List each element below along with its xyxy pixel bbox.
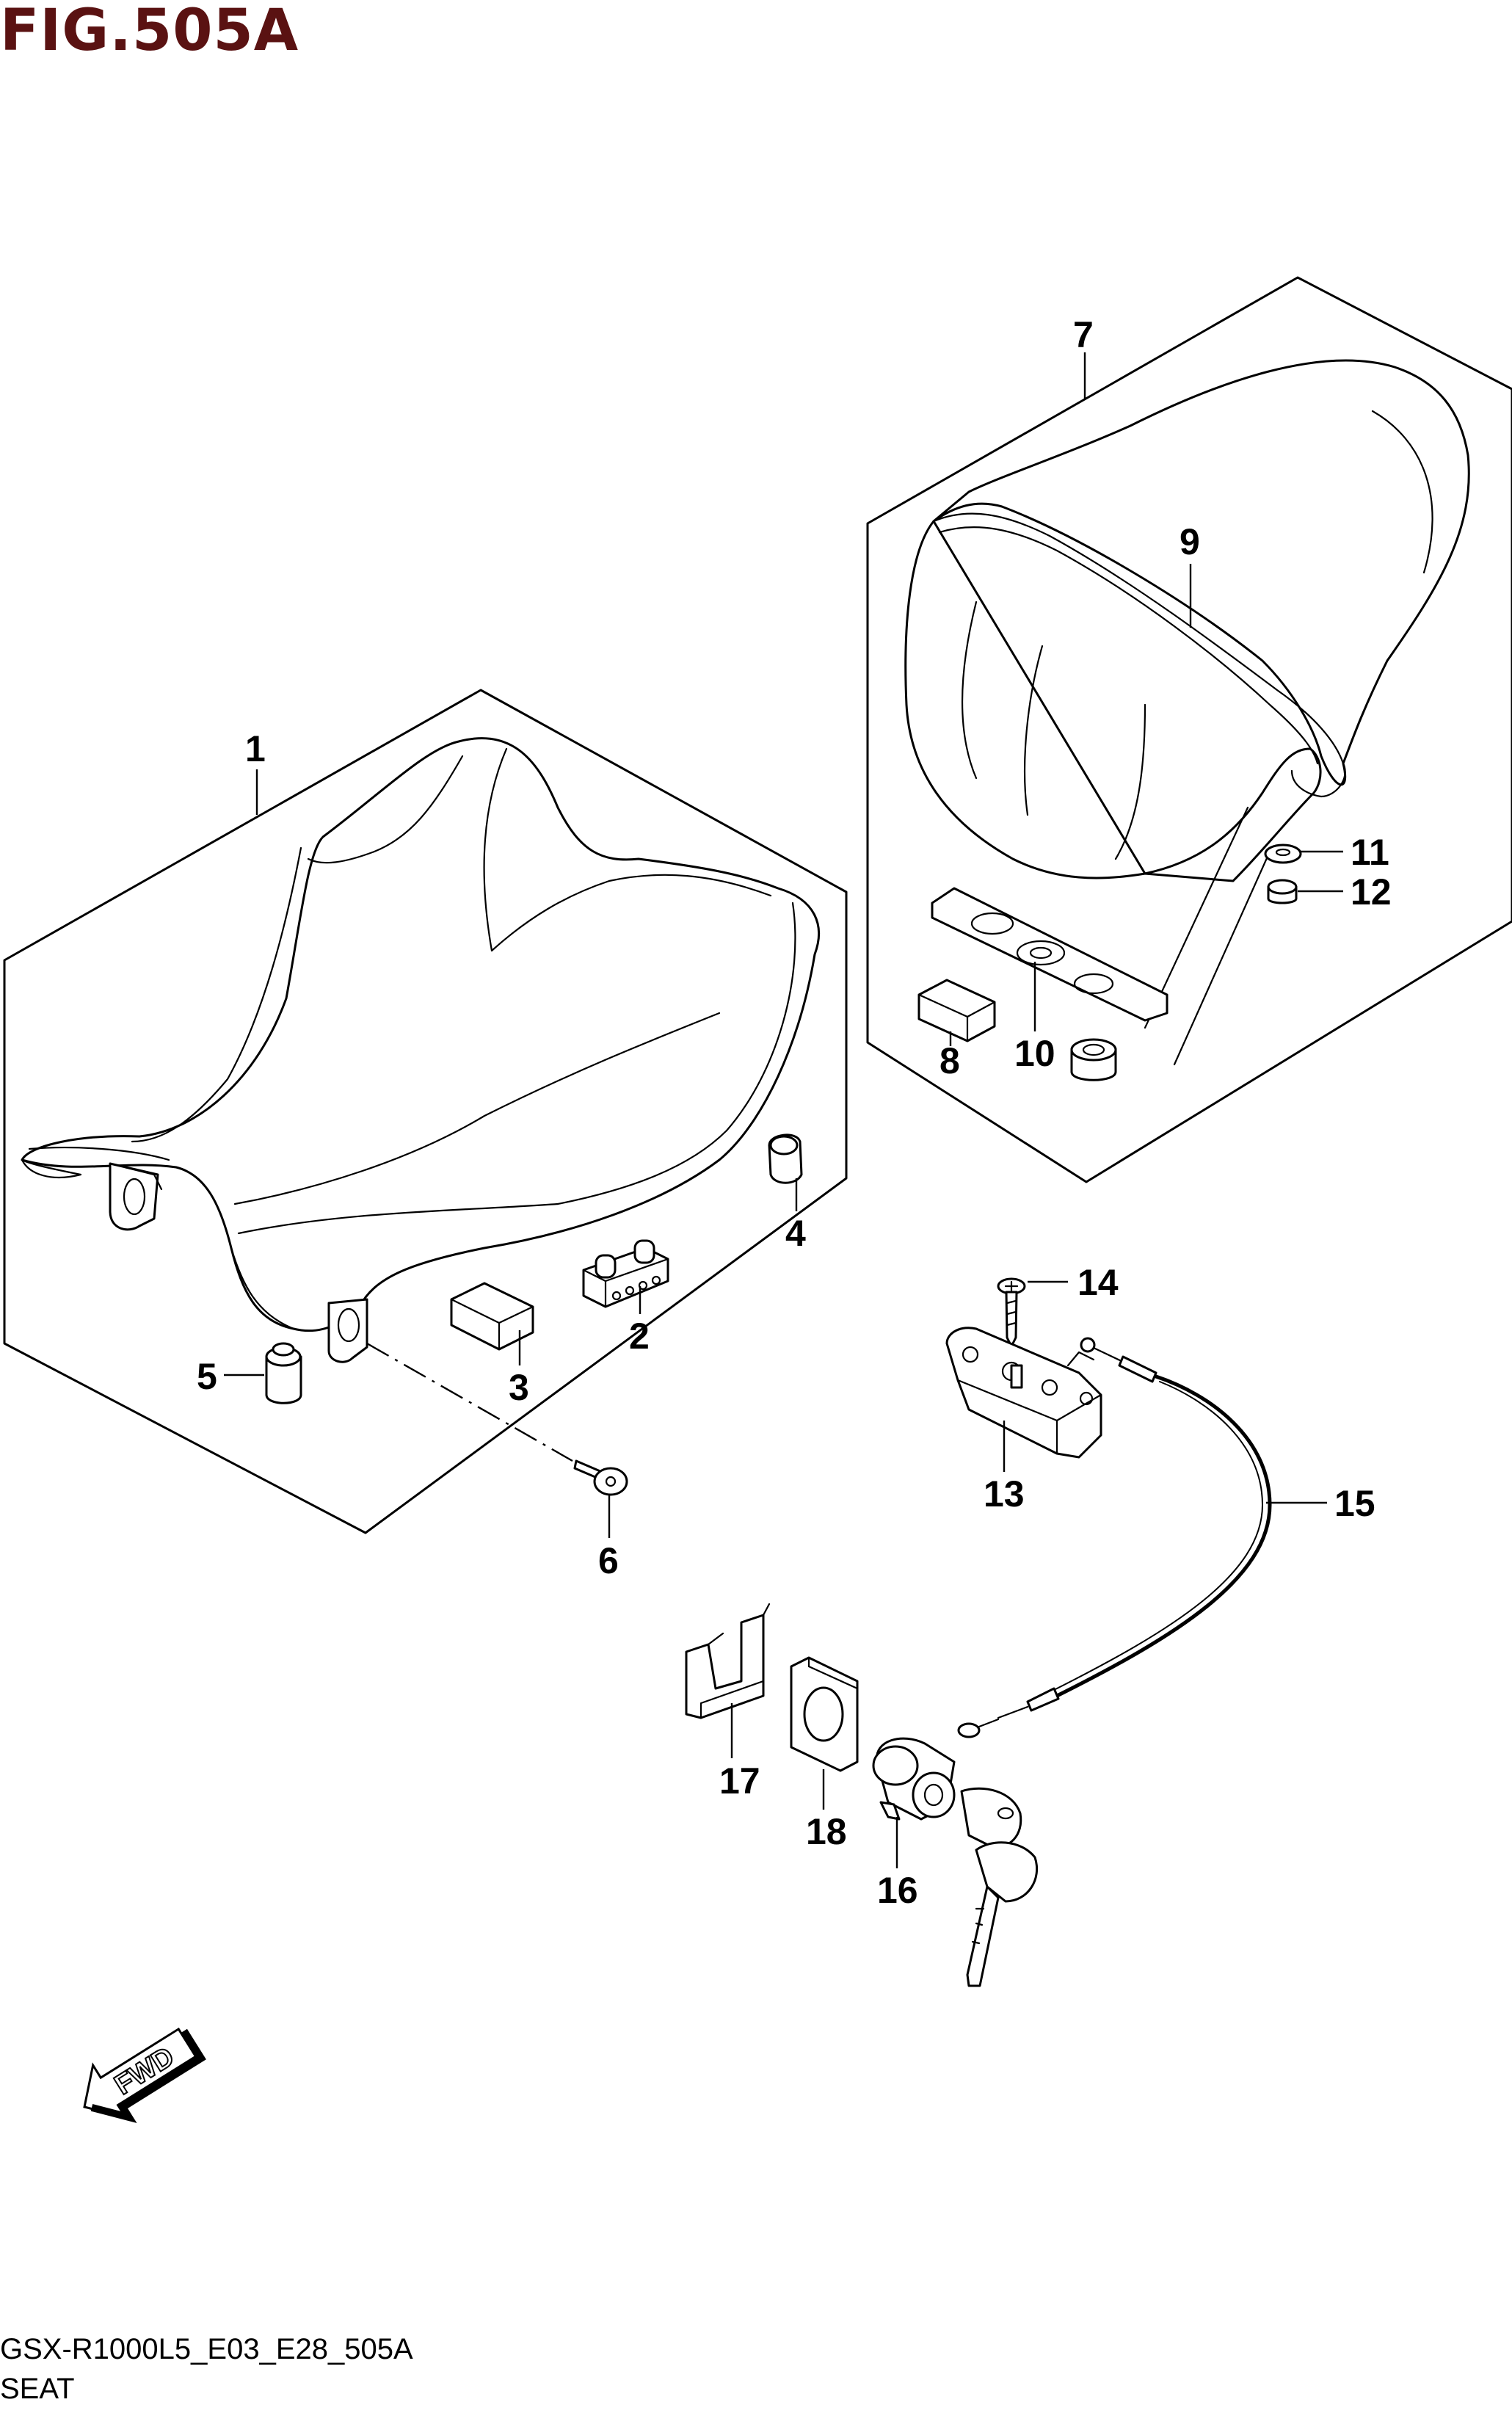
callout-3: 3 xyxy=(509,1367,529,1408)
front-seat-part[interactable] xyxy=(21,737,821,1363)
figure-name: SEAT xyxy=(0,2373,75,2405)
callout-13: 13 xyxy=(984,1473,1025,1514)
callout-17: 17 xyxy=(719,1760,760,1802)
part-3-pad[interactable] xyxy=(450,1282,534,1351)
callout-6: 6 xyxy=(598,1540,619,1581)
part-12-nut[interactable] xyxy=(1267,879,1298,904)
callout-1: 1 xyxy=(245,728,266,769)
callout-11: 11 xyxy=(1351,832,1389,873)
callout-5: 5 xyxy=(197,1356,217,1397)
callout-15: 15 xyxy=(1334,1483,1375,1524)
forward-arrow-icon: FWD xyxy=(83,2027,206,2123)
figure-title: FIG.505A xyxy=(0,0,299,64)
callout-labels: 1 2 3 4 5 6 7 8 9 10 11 12 13 14 15 16 1… xyxy=(197,314,1392,1911)
part-2-cushion[interactable] xyxy=(582,1239,669,1308)
part-5-cushion[interactable] xyxy=(265,1342,302,1404)
callout-16: 16 xyxy=(877,1870,918,1911)
callout-9: 9 xyxy=(1180,521,1200,562)
bolt-alignment-line xyxy=(366,1342,573,1462)
callout-8: 8 xyxy=(939,1040,960,1081)
callout-2: 2 xyxy=(629,1316,650,1357)
part-6-bolt[interactable] xyxy=(573,1459,628,1496)
callout-14: 14 xyxy=(1077,1262,1119,1303)
part-15-cable[interactable] xyxy=(957,1337,1272,1738)
part-11-washer[interactable] xyxy=(1264,844,1302,864)
part-10-bracket[interactable] xyxy=(931,887,1168,1081)
model-code: GSX-R1000L5_E03_E28_505A xyxy=(0,2333,413,2365)
callout-7: 7 xyxy=(1073,314,1094,355)
leader-lines xyxy=(224,352,1343,1868)
part-16-key-lock[interactable] xyxy=(872,1737,1039,1987)
part-18-retainer[interactable] xyxy=(790,1656,859,1772)
pillion-seat-group-frame xyxy=(866,276,1512,1183)
callout-18: 18 xyxy=(806,1811,847,1852)
callout-12: 12 xyxy=(1351,871,1392,913)
part-14-screw[interactable] xyxy=(997,1277,1026,1348)
callout-4: 4 xyxy=(785,1213,806,1254)
front-seat-group-frame xyxy=(3,689,848,1534)
callout-10: 10 xyxy=(1014,1033,1055,1074)
pillion-seat-part[interactable] xyxy=(904,359,1470,1066)
part-8-pad[interactable] xyxy=(917,979,996,1042)
part-13-latch[interactable] xyxy=(945,1327,1102,1459)
part-17-clip[interactable] xyxy=(685,1603,771,1719)
part-4-cushion[interactable] xyxy=(768,1133,803,1184)
